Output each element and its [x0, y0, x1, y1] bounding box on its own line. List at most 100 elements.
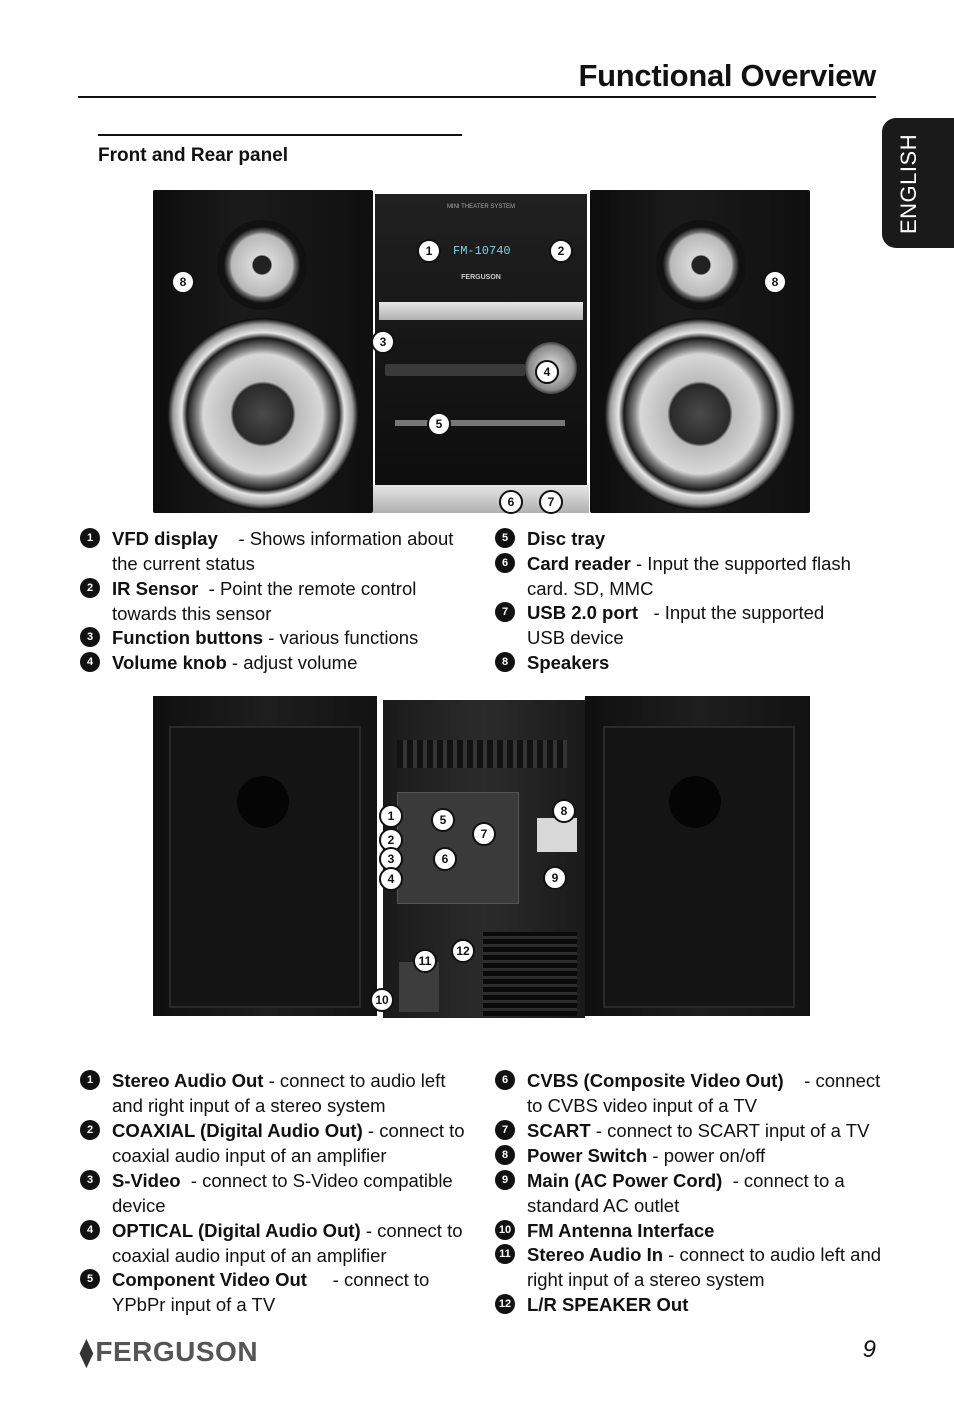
right-woofer [604, 318, 796, 510]
rear-callout-8: 8 [552, 799, 576, 823]
callout-2: 2 [549, 239, 573, 263]
model-tag: MINI THEATER SYSTEM [446, 204, 516, 210]
rear-item-6: 6 CVBS (Composite Video Out) - connect t… [495, 1068, 885, 1118]
rear-item-1: 1 Stereo Audio Out - connect to audio le… [80, 1068, 470, 1118]
left-speaker-back [153, 696, 377, 1016]
rear-item-5: 5 Component Video Out - connect to YPbPr… [80, 1267, 470, 1317]
section-rule [98, 134, 462, 136]
item-label: SCART [527, 1120, 591, 1141]
rear-item-8: 8 Power Switch - power on/off [495, 1143, 885, 1168]
left-woofer [167, 318, 359, 510]
item-number: 7 [495, 602, 515, 622]
title-rule [78, 96, 876, 98]
item-number: 1 [80, 1070, 100, 1090]
rear-item-4: 4 OPTICAL (Digital Audio Out) - connect … [80, 1218, 470, 1268]
item-desc: - connect to YPbPr input of a TV [112, 1269, 430, 1315]
callout-6: 6 [499, 490, 523, 514]
right-speaker-back [585, 696, 810, 1016]
front-item-3: 3 Function buttons - various functions [80, 625, 470, 650]
right-back-panel [603, 726, 795, 1008]
front-item-4: 4 Volume knob - adjust volume [80, 650, 470, 675]
item-number: 1 [80, 528, 100, 548]
right-bass-port [669, 776, 721, 828]
language-label: ENGLISH [896, 133, 921, 234]
item-label: COAXIAL (Digital Audio Out) [112, 1120, 363, 1141]
rear-callout-11: 11 [413, 949, 437, 973]
main-unit: MINI THEATER SYSTEM FM-10740 FERGUSON [375, 194, 587, 489]
item-label: USB 2.0 port [527, 602, 639, 623]
item-desc: - connect to audio left and right input … [112, 1070, 446, 1116]
item-desc: - connect to CVBS video input of a TV [527, 1070, 881, 1116]
item-number: 7 [495, 1120, 515, 1140]
rear-callout-12: 12 [451, 939, 475, 963]
brand-mark-icon: ⧫ [80, 1337, 94, 1367]
left-tweeter [217, 220, 307, 310]
item-label: IR Sensor [112, 578, 199, 599]
left-bass-port [237, 776, 289, 828]
av-jack-panel [397, 792, 519, 904]
item-label: Card reader [527, 553, 631, 574]
item-number: 3 [80, 1170, 100, 1190]
item-number: 5 [80, 1269, 100, 1289]
callout-8-left: 8 [171, 270, 195, 294]
card-strip [379, 302, 583, 320]
item-label: Volume knob [112, 652, 227, 673]
item-number: 4 [80, 652, 100, 672]
brand-name: FERGUSON [95, 1336, 259, 1367]
brand-logo: ⧫FERGUSON [80, 1336, 258, 1368]
item-number: 2 [80, 578, 100, 598]
item-label: Speakers [527, 652, 610, 673]
item-desc: - Point the remote control towards this … [112, 578, 417, 624]
item-label: Disc tray [527, 528, 606, 549]
rear-item-3: 3 S-Video - connect to S-Video compatibl… [80, 1168, 470, 1218]
item-label: FM Antenna Interface [527, 1220, 715, 1241]
item-label: S-Video [112, 1170, 181, 1191]
rear-item-7: 7 SCART - connect to SCART input of a TV [495, 1118, 885, 1143]
rear-callout-10: 10 [370, 988, 394, 1012]
disc-tray [395, 420, 565, 426]
rear-callout-5: 5 [431, 808, 455, 832]
right-speaker [590, 190, 810, 513]
item-desc: - adjust volume [231, 652, 358, 673]
item-desc: - connect to SCART input of a TV [595, 1120, 870, 1141]
item-desc: - Shows information about the current st… [112, 528, 454, 574]
item-label: L/R SPEAKER Out [527, 1294, 689, 1315]
callout-8-right: 8 [763, 270, 787, 294]
front-item-5: 5 Disc tray [495, 526, 875, 551]
function-buttons [385, 364, 525, 376]
item-label: VFD display [112, 528, 218, 549]
item-number: 9 [495, 1170, 515, 1190]
rear-callout-6: 6 [433, 847, 457, 871]
item-number: 8 [495, 1145, 515, 1165]
callout-5: 5 [427, 412, 451, 436]
item-number: 10 [495, 1220, 515, 1240]
callout-1: 1 [417, 239, 441, 263]
right-tweeter [656, 220, 746, 310]
rear-callout-4: 4 [379, 867, 403, 891]
item-label: Function buttons [112, 627, 264, 648]
item-desc: - connect to audio left and right input … [527, 1244, 882, 1290]
vfd-readout: FM-10740 [453, 244, 511, 258]
front-item-7: 7 USB 2.0 port - Input the supported USB… [495, 600, 865, 650]
item-number: 6 [495, 553, 515, 573]
item-number: 11 [495, 1244, 515, 1264]
callout-3: 3 [371, 330, 395, 354]
front-panel-photo: MINI THEATER SYSTEM FM-10740 FERGUSON 1 … [153, 190, 810, 515]
language-tab: ENGLISH [882, 118, 954, 248]
item-number: 6 [495, 1070, 515, 1090]
front-item-8: 8 Speakers [495, 650, 865, 675]
heatsink [483, 932, 577, 1016]
item-number: 8 [495, 652, 515, 672]
item-label: Main (AC Power Cord) [527, 1170, 723, 1191]
rear-callout-9: 9 [543, 866, 567, 890]
rear-callout-7: 7 [472, 822, 496, 846]
item-label: OPTICAL (Digital Audio Out) [112, 1220, 361, 1241]
item-desc: - connect to S-Video compatible device [112, 1170, 453, 1216]
front-item-6: 6 Card reader - Input the supported flas… [495, 551, 865, 601]
left-speaker [153, 190, 373, 513]
callout-7: 7 [539, 490, 563, 514]
rear-item-9: 9 Main (AC Power Cord) - connect to a st… [495, 1168, 885, 1218]
item-desc: - power on/off [652, 1145, 766, 1166]
item-desc: - Input the supported USB device [527, 602, 825, 648]
main-unit-rear [383, 700, 585, 1018]
